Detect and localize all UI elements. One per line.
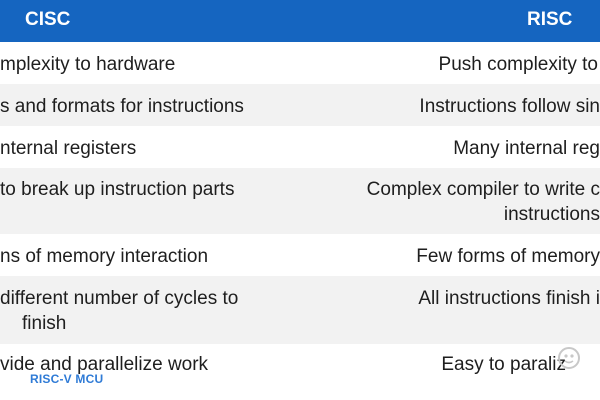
risc-cell: Many internal reg (453, 138, 600, 159)
header-risc: RISC (527, 9, 573, 30)
table-row: nternal registers Many internal reg (0, 126, 600, 168)
table-row: different number of cycles to finish All… (0, 276, 600, 344)
risc-cell: Instructions follow sin (419, 96, 600, 117)
cisc-cell: vide and parallelize work (0, 354, 209, 375)
cisc-cell: different number of cycles to (0, 288, 239, 309)
risc-cell-line2: instructions (503, 204, 600, 225)
risc-cell: Few forms of memory (416, 246, 600, 267)
table-header: CISC RISC (0, 0, 600, 42)
risc-cell: All instructions finish i (418, 288, 600, 309)
table-row: mplexity to hardware Push complexity to (0, 42, 600, 84)
table-row: to break up instruction parts Complex co… (0, 168, 600, 234)
table-row: vide and parallelize work Easy to parali… (0, 344, 600, 386)
table-row: s and formats for instructions Instructi… (0, 84, 600, 126)
cisc-cell: mplexity to hardware (0, 54, 176, 75)
risc-cell: Easy to paraliz (441, 354, 566, 375)
risc-cell: Complex compiler to write c (366, 179, 600, 200)
cisc-cell: ns of memory interaction (0, 246, 209, 267)
risc-cell: Push complexity to (438, 54, 598, 75)
table-row: ns of memory interaction Few forms of me… (0, 234, 600, 276)
watermark-logo-icon (558, 347, 580, 369)
cisc-cell: nternal registers (0, 138, 137, 159)
header-cisc: CISC (25, 9, 71, 30)
cisc-cell: to break up instruction parts (0, 179, 235, 200)
cisc-cell-line2: finish (22, 313, 67, 334)
cisc-cell: s and formats for instructions (0, 96, 244, 117)
watermark-text: RISC-V MCU (30, 372, 104, 386)
